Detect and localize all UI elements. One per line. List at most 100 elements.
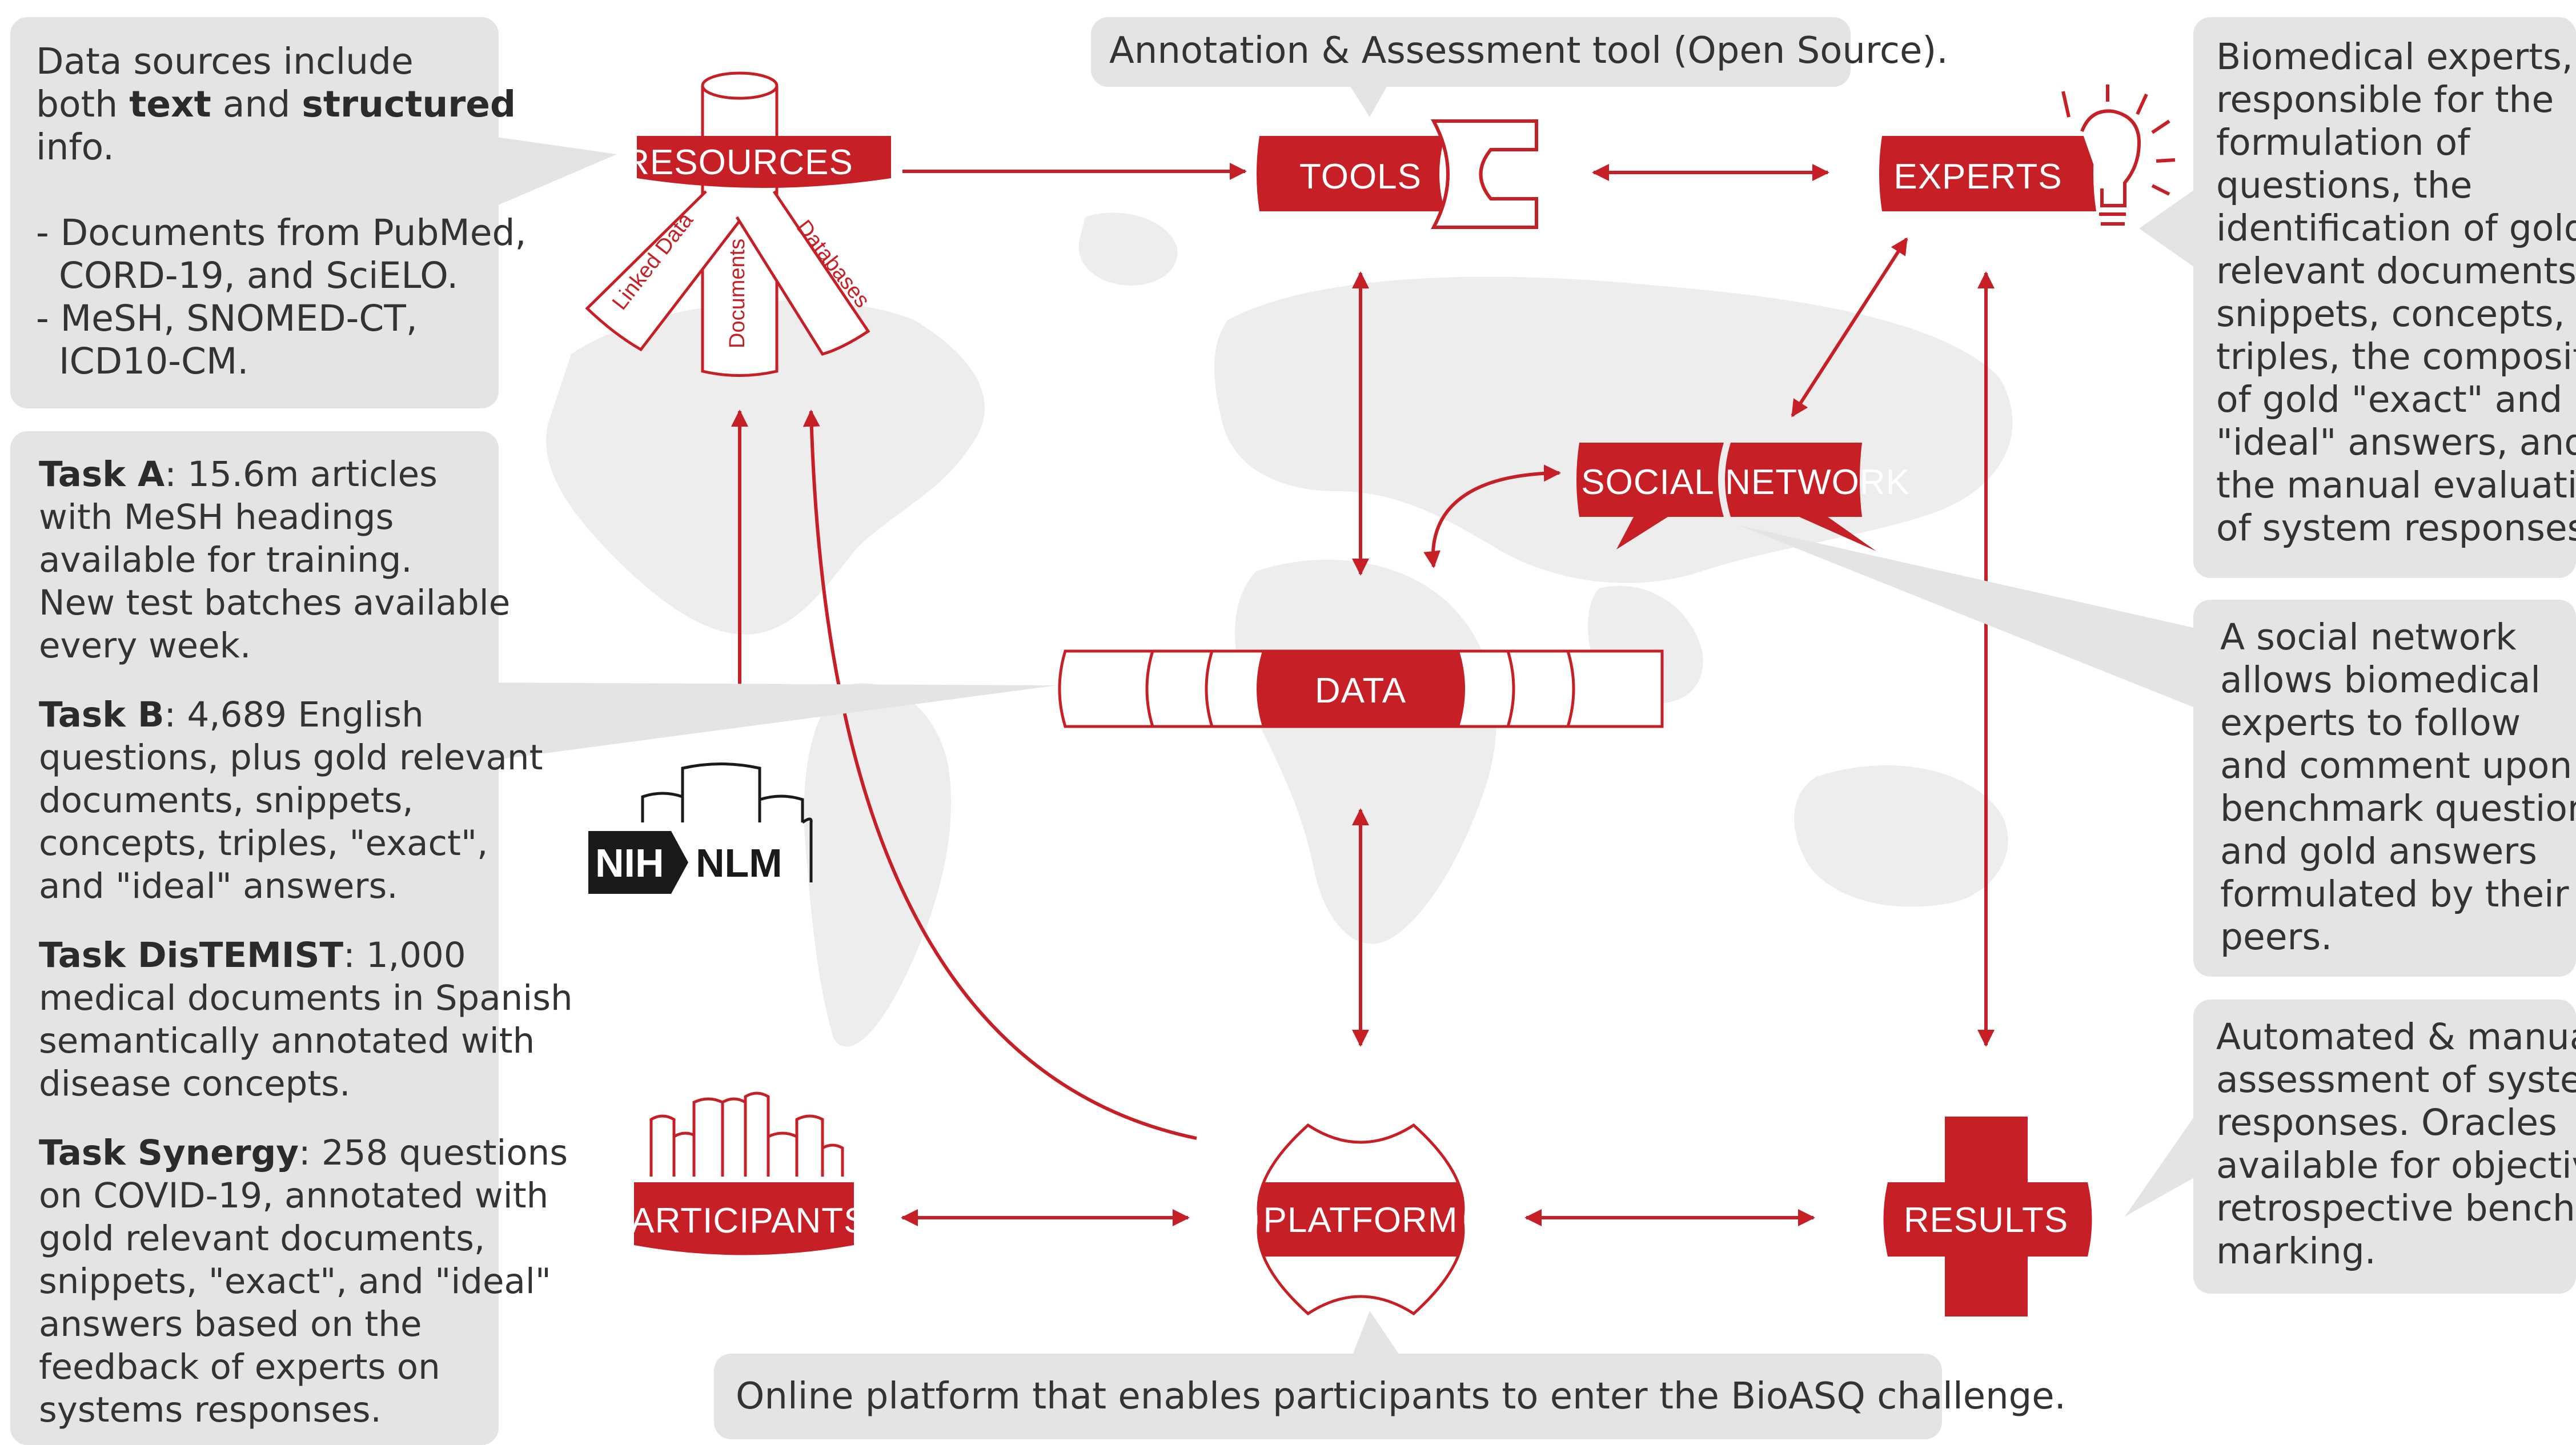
callout-pointers (497, 85, 2196, 1355)
experts-callout-line: snippets, concepts, (2216, 293, 2565, 335)
task-synergy-line: gold relevant documents, (39, 1218, 485, 1259)
experts-callout-line: "ideal" answers, and (2216, 422, 2576, 463)
experts-callout-line: relevant documents, (2216, 250, 2576, 292)
documents-label: Documents (725, 239, 749, 348)
nih-badge (588, 831, 688, 894)
data-sources-line-1: Data sources include (36, 41, 414, 82)
task-synergy-line: answers based on the (39, 1304, 422, 1344)
results-callout-line: Automated & manual (2216, 1016, 2576, 1058)
experts-callout-line: questions, the (2216, 164, 2473, 206)
linked-data-tab (585, 190, 744, 352)
data-sources-item-1a: - Documents from PubMed, (36, 212, 527, 254)
social-label: SOCIAL (1581, 463, 1714, 502)
social-callout-line: peers. (2220, 916, 2333, 958)
results-callout-line: responses. Oracles (2216, 1102, 2557, 1143)
task-b-line: concepts, triples, "exact", (39, 823, 488, 864)
data-sources-item-2a: - MeSH, SNOMED-CT, (36, 298, 418, 339)
social-callout-line: and comment upon (2220, 745, 2573, 786)
social-network-node[interactable]: SOCIAL NETWORK (1576, 443, 1910, 551)
data-label: DATA (1315, 671, 1406, 711)
text-fragment: both (36, 83, 130, 125)
task-a-line: New test batches available (39, 583, 511, 623)
task-synergy-line: : 258 questions (299, 1133, 568, 1173)
connectors (731, 163, 1995, 1226)
task-distemist-line: : 1,000 (343, 935, 466, 976)
task-synergy-title: Task Synergy (39, 1133, 299, 1173)
task-b-line: : 4,689 English (164, 695, 424, 735)
social-callout-line: experts to follow (2220, 702, 2521, 744)
data-sources-item-2b: ICD10-CM. (36, 340, 249, 382)
lightbulb-icon (2061, 85, 2176, 226)
tools-label-box (1257, 136, 1445, 211)
task-synergy-line: systems responses. (39, 1390, 382, 1430)
social-callout-line: and gold answers (2220, 830, 2537, 872)
resources-label: RESOURCES (624, 143, 853, 182)
tools-callout: Annotation & Assessment tool (Open Sourc… (1091, 17, 1948, 87)
task-b-line: documents, snippets, (39, 780, 414, 821)
experts-callout-line: formulation of (2216, 122, 2470, 163)
experts-callout-line: the manual evaluation (2216, 464, 2576, 506)
task-distemist-line: disease concepts. (39, 1063, 351, 1104)
arrow-experts-social (1791, 237, 1908, 418)
experts-callout-line: identification of gold (2216, 207, 2576, 249)
task-distemist: Task DisTEMIST: 1,000 medical documents … (39, 934, 573, 1105)
nlm-text: NLM (696, 841, 783, 885)
results-callout: Automated & manual assessment of system … (2193, 1000, 2576, 1294)
task-a: Task A: 15.6m articles with MeSH heading… (39, 453, 511, 667)
experts-node[interactable]: EXPERTS (1879, 85, 2176, 226)
platform-node[interactable]: PLATFORM (1257, 1123, 1465, 1316)
task-a-line: with MeSH headings (39, 497, 394, 537)
task-synergy-line: on COVID-19, annotated with (39, 1175, 549, 1216)
results-node[interactable]: RESULTS (1883, 1117, 2092, 1316)
experts-label-box (1879, 136, 2096, 211)
text-bold: text (129, 83, 211, 125)
results-callout-line: assessment of system (2216, 1059, 2576, 1101)
experts-callout: Biomedical experts, responsible for the … (2193, 17, 2576, 578)
platform-callout: Online platform that enables participant… (714, 1354, 2066, 1439)
social-callout-line: formulated by their (2220, 873, 2569, 915)
experts-callout-line: of system responses. (2216, 507, 2576, 549)
participants-group-icon (649, 1091, 844, 1177)
task-synergy: Task Synergy: 258 questions on COVID-19,… (39, 1131, 568, 1431)
experts-callout-line: triples, the composition (2216, 336, 2576, 378)
data-label-box (1257, 651, 1465, 726)
task-b-title: Task B (39, 695, 164, 735)
experts-callout-line: Biomedical experts, (2216, 36, 2573, 78)
experts-callout-line: responsible for the (2216, 79, 2554, 121)
structured-bold: structured (302, 83, 516, 125)
platform-label: PLATFORM (1263, 1201, 1458, 1240)
results-callout-line: retrospective bench- (2216, 1187, 2576, 1229)
resources-label-box (637, 136, 891, 188)
task-synergy-line: snippets, "exact", and "ideal" (39, 1261, 551, 1302)
experts-label: EXPERTS (1893, 157, 2062, 196)
data-sources-line-3: info. (36, 126, 115, 168)
task-distemist-title: Task DisTEMIST (39, 935, 344, 976)
resources-node[interactable]: RESOURCES Linked Data Documents Database… (585, 71, 891, 377)
tools-label: TOOLS (1299, 157, 1422, 196)
task-a-line: available for training. (39, 540, 412, 580)
results-callout-line: marking. (2216, 1230, 2376, 1272)
network-bubble (1725, 443, 1876, 551)
task-a-line: : 15.6m articles (164, 454, 438, 495)
nih-nlm-logo: NIH NLM (588, 762, 813, 894)
task-a-title: Task A (39, 454, 165, 495)
arrow-data-social (1423, 464, 1561, 568)
data-node[interactable]: DATA (1058, 649, 1664, 728)
participants-node[interactable]: PARTICIPANTS (609, 1091, 868, 1255)
social-callout-line: allows biomedical (2220, 659, 2541, 701)
participants-label: PARTICIPANTS (609, 1201, 868, 1241)
results-label: RESULTS (1904, 1201, 2068, 1240)
network-label: NETWORK (1725, 463, 1910, 502)
social-bubble (1576, 443, 1724, 549)
task-distemist-line: medical documents in Spanish (39, 978, 573, 1018)
platform-label-box (1257, 1182, 1464, 1257)
social-callout-line: A social network (2220, 616, 2517, 658)
data-sources-item-1b: CORD-19, and SciELO. (36, 255, 459, 296)
data-sources-line-2: both text and structured (36, 83, 516, 126)
task-b: Task B: 4,689 English questions, plus go… (39, 693, 543, 908)
arrow-platform-to-resources (803, 410, 1197, 1140)
task-distemist-line: semantically annotated with (39, 1021, 535, 1061)
tools-node[interactable]: TOOLS (1257, 119, 1538, 229)
experts-callout-line: of gold "exact" and (2216, 379, 2563, 420)
